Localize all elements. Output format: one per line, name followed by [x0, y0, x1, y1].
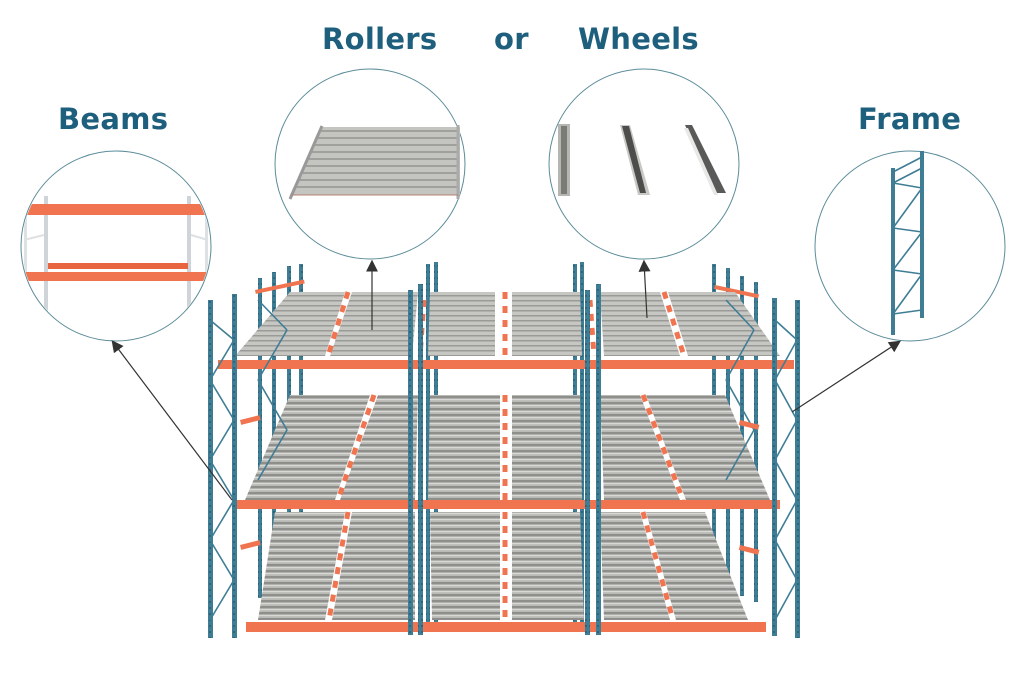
beams-label: Beams	[58, 102, 169, 136]
rollers-label: Rollers	[322, 22, 438, 56]
middle-level-lanes	[245, 395, 770, 500]
frame-arrow	[791, 340, 902, 413]
or-label: or	[494, 22, 529, 56]
frame-label: Frame	[858, 102, 962, 136]
flow-rack-illustration	[208, 262, 800, 638]
roller-bed-image	[288, 125, 460, 200]
beams-arrow	[111, 340, 233, 501]
callout-arrows	[111, 259, 902, 501]
frame-callout	[814, 150, 1006, 342]
bottom-level-lanes	[258, 512, 748, 620]
skatewheel-rails-image	[558, 124, 726, 196]
wheels-arrow	[638, 259, 651, 319]
top-level-lanes	[235, 292, 780, 356]
beams-callout	[20, 150, 212, 342]
wheels-label: Wheels	[578, 22, 699, 56]
upright-frame-image	[891, 151, 924, 335]
rollers-callout	[274, 68, 466, 260]
wheels-callout	[548, 68, 740, 260]
